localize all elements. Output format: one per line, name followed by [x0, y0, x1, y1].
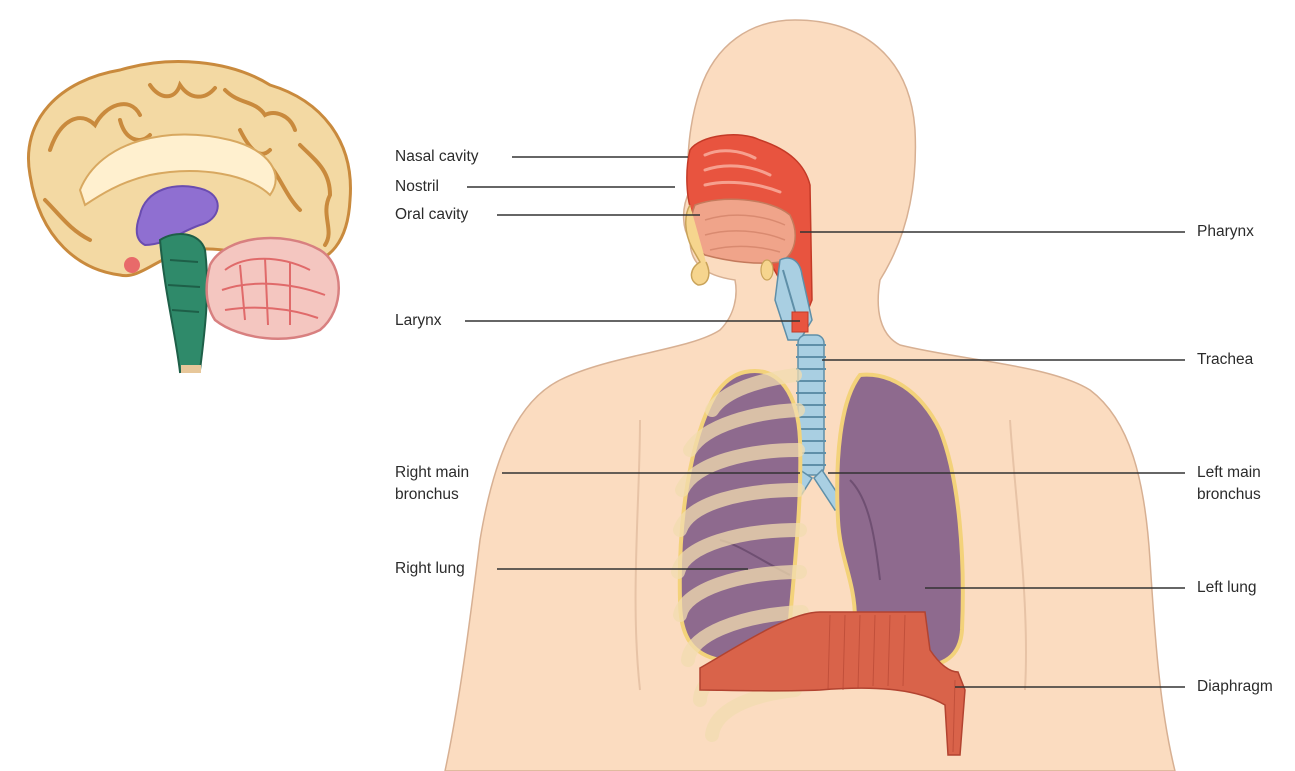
human-torso-illustration — [445, 20, 1175, 771]
label-right-main-bronchus-line2: bronchus — [395, 484, 469, 506]
label-left-lung: Left lung — [1197, 577, 1256, 599]
brainstem — [160, 234, 207, 372]
label-right-lung: Right lung — [395, 558, 465, 580]
label-left-main-bronchus-line1: Left main — [1197, 462, 1261, 484]
label-oral-cavity-text: Oral cavity — [395, 206, 468, 223]
label-larynx: Larynx — [395, 310, 442, 332]
label-pharynx-text: Pharynx — [1197, 223, 1254, 240]
label-left-main-bronchus: Left main bronchus — [1197, 462, 1261, 506]
label-right-lung-text: Right lung — [395, 560, 465, 577]
label-nasal-cavity: Nasal cavity — [395, 146, 479, 168]
label-right-main-bronchus: Right main bronchus — [395, 462, 469, 506]
label-left-lung-text: Left lung — [1197, 579, 1256, 596]
label-oral-cavity: Oral cavity — [395, 204, 468, 226]
label-nostril-text: Nostril — [395, 178, 439, 195]
label-pharynx: Pharynx — [1197, 221, 1254, 243]
label-nostril: Nostril — [395, 176, 439, 198]
label-diaphragm-text: Diaphragm — [1197, 678, 1273, 695]
label-diaphragm: Diaphragm — [1197, 676, 1273, 698]
label-trachea: Trachea — [1197, 349, 1253, 371]
label-trachea-text: Trachea — [1197, 351, 1253, 368]
label-nasal-cavity-text: Nasal cavity — [395, 148, 479, 165]
pituitary — [124, 257, 140, 273]
label-left-main-bronchus-line2: bronchus — [1197, 484, 1261, 506]
brain-illustration — [28, 62, 350, 373]
label-larynx-text: Larynx — [395, 312, 442, 329]
label-right-main-bronchus-line1: Right main — [395, 462, 469, 484]
